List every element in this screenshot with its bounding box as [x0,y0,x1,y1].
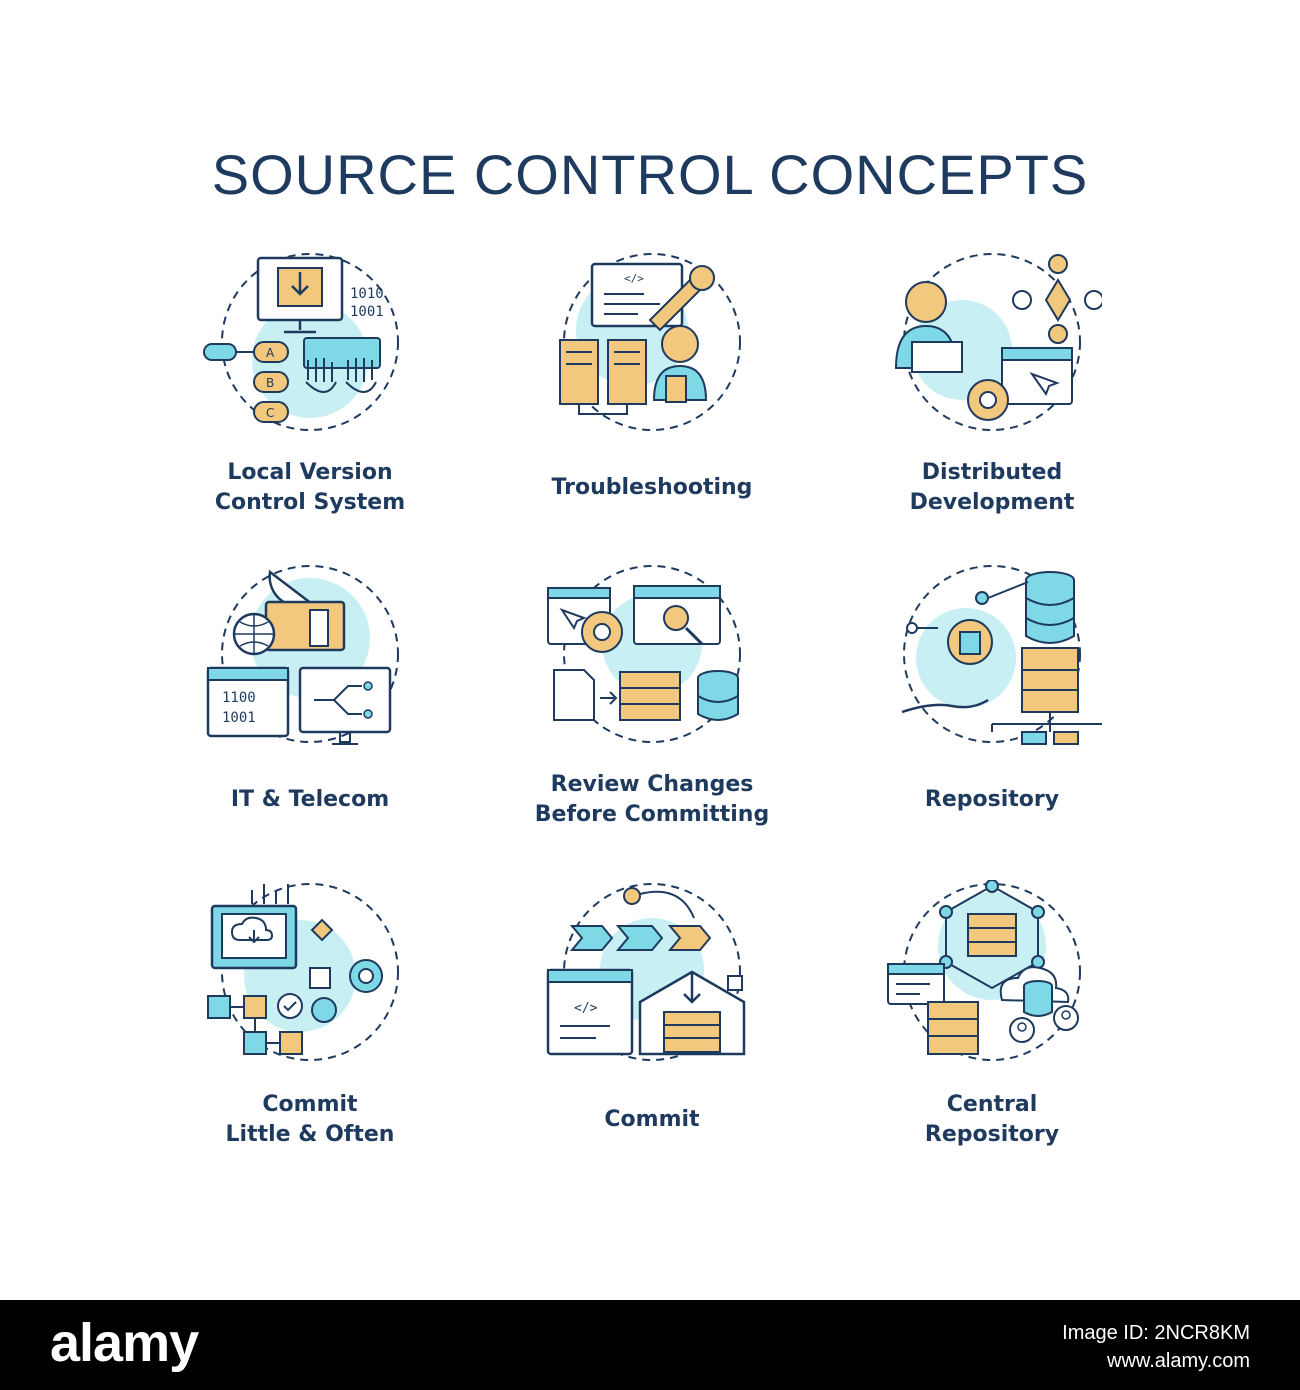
label-line: Development [909,490,1075,515]
label-line: Local Version [227,460,393,485]
concept-label: Troubleshooting [502,473,802,503]
svg-text:A: A [266,346,275,360]
central-repository-icon [887,880,1081,1061]
distributed-development-icon [894,253,1102,431]
commit-icon: </> [546,883,746,1061]
label-line: Repository [924,1122,1060,1147]
label-line: Review Changes [550,772,754,797]
concept-label: Review Changes Before Committing [502,770,802,830]
review-changes-icon [547,565,741,743]
label-line: IT & Telecom [230,787,390,812]
brand-logo: alamy [50,1313,199,1373]
svg-text:1100: 1100 [222,690,256,706]
svg-text:</>: </> [624,272,644,285]
concept-label: Local Version Control System [160,458,460,518]
site-url: www.alamy.com [1107,1350,1250,1372]
commit-little-often-icon [207,883,399,1061]
label-line: Commit [262,1092,358,1117]
label-line: Commit [604,1107,700,1132]
concept-label: Commit [502,1105,802,1135]
svg-text:1001: 1001 [222,710,256,726]
concept-label: Repository [842,785,1142,815]
local-version-control-icon: 1010 1001 A B C [203,253,399,431]
label-line: Troubleshooting [551,475,753,500]
label-line: Distributed [921,460,1063,485]
label-line: Central [946,1092,1038,1117]
concept-label: IT & Telecom [160,785,460,815]
svg-text:C: C [266,406,274,420]
svg-text:</>: </> [574,1001,598,1016]
troubleshooting-icon: </> [559,253,741,431]
concept-label: Commit Little & Often [160,1090,460,1150]
svg-text:1001: 1001 [350,304,384,320]
it-telecom-icon: 1100 1001 [206,565,399,745]
repository-icon [901,565,1102,745]
label-line: Before Committing [534,802,770,827]
svg-text:1010: 1010 [350,286,384,302]
svg-text:B: B [266,376,274,390]
label-line: Little & Often [225,1122,395,1147]
label-line: Control System [214,490,406,515]
image-id: Image ID: 2NCR8KM [1062,1322,1250,1344]
label-line: Repository [924,787,1060,812]
concept-label: Distributed Development [842,458,1142,518]
page-title: SOURCE CONTROL CONCEPTS [211,143,1089,206]
footer-bar [0,1300,1300,1390]
concept-label: Central Repository [842,1090,1142,1150]
